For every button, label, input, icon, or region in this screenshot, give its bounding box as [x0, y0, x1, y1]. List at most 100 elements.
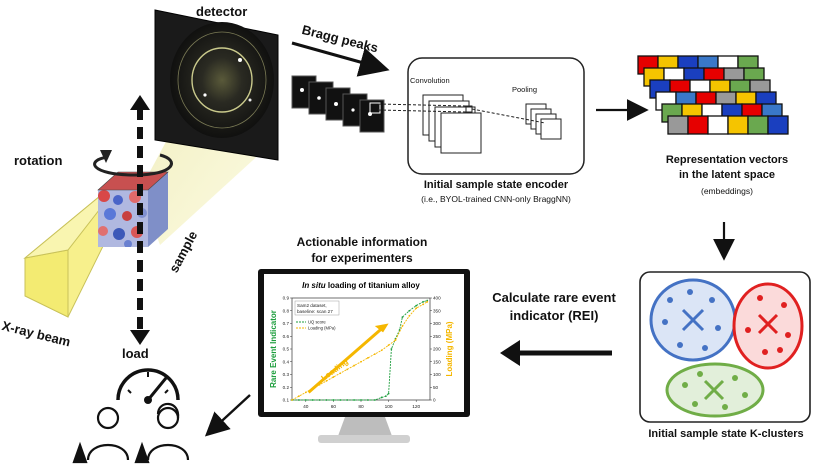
series-line-UQ score: [292, 300, 428, 401]
y-left-tick-label: 0.1: [283, 398, 290, 403]
pooling-label: Pooling: [512, 85, 538, 94]
rei-title-line1: Calculate rare event: [492, 290, 616, 305]
series-point: [422, 300, 424, 303]
series-point: [367, 399, 369, 401]
detector-panel: [154, 9, 279, 161]
series-point: [373, 353, 376, 355]
rei-title-line2: indicator (REI): [509, 308, 599, 323]
encoder-subtitle: (i.e., BYOL-trained CNN-only BraggNN): [421, 194, 571, 204]
rotation-label: rotation: [14, 153, 63, 168]
legend-label: Loading (MPa): [308, 326, 336, 331]
series-point: [298, 399, 300, 401]
x-tick-label: 80: [358, 404, 364, 410]
series-point: [387, 392, 390, 395]
load-axis: [130, 95, 150, 345]
loading-arrow-head: [374, 323, 389, 333]
scientists-icon: [72, 402, 190, 464]
x-tick-label: 40: [303, 404, 309, 410]
y-right-tick-label: 150: [433, 359, 441, 364]
clusters-box: [639, 271, 811, 423]
y-left-tick-label: 0.9: [283, 296, 290, 301]
y-left-tick-label: 0.8: [283, 308, 290, 313]
series-point: [353, 399, 355, 401]
embedding-cell: [707, 115, 729, 135]
convolution-label: Convolution: [410, 76, 450, 85]
cluster-red: [732, 282, 804, 370]
series-point: [394, 339, 397, 341]
series-point: [346, 368, 349, 371]
repr-title-line2: in the latent space: [679, 169, 775, 181]
embedding-grid: [637, 55, 789, 135]
series-point: [346, 399, 349, 401]
y-right-tick-label: 250: [433, 334, 441, 339]
y-left-tick-label: 0.2: [283, 385, 290, 390]
annotation-box: [294, 300, 340, 316]
series-point: [298, 395, 300, 398]
repr-title-line1: Representation vectors: [665, 154, 789, 166]
series-point: [380, 349, 383, 352]
y-right-tick-label: 300: [433, 321, 441, 326]
series-point: [401, 325, 404, 327]
series-point: [360, 360, 362, 363]
series-point: [415, 304, 418, 307]
series-point: [408, 314, 411, 317]
series-point: [318, 399, 321, 401]
series-point: [415, 307, 418, 310]
series-point: [384, 395, 387, 398]
y-right-axis-label: Loading (MPa): [445, 321, 454, 376]
chart-title: In situ loading of titanium alloy: [302, 281, 420, 290]
series-point: [304, 391, 307, 394]
actionable-title-line1: Actionable information: [296, 235, 428, 249]
series-point: [426, 300, 429, 303]
series-point: [408, 309, 411, 312]
series-point: [291, 399, 293, 401]
encoder-box: [377, 57, 585, 175]
xray-beam: [23, 195, 112, 318]
gauge-icon: [116, 368, 180, 404]
y-right-tick-label: 0: [433, 398, 436, 403]
annotation-text: Sam2 dataset,: [297, 303, 327, 308]
bragg-peak-stack: [291, 75, 385, 133]
repr-subtitle: (embeddings): [701, 186, 753, 196]
series-point: [325, 379, 328, 382]
embedding-cell: [767, 115, 789, 135]
encoder-title: Initial sample state encoder: [423, 179, 569, 191]
embedding-cell: [747, 115, 769, 135]
y-left-tick-label: 0.3: [283, 372, 290, 377]
rei-chart: In situ loading of titanium alloy 40 60 80 1…: [269, 281, 454, 410]
series-point: [422, 303, 424, 306]
embedding-cell: [727, 115, 749, 135]
load-label: load: [122, 346, 149, 361]
series-point: [332, 376, 335, 378]
rotation-arrow: [93, 150, 173, 177]
series-point: [304, 399, 307, 401]
cluster-blue: [649, 278, 737, 362]
embedding-cell: [687, 115, 709, 135]
y-right-tick-label: 400: [433, 296, 441, 301]
series-point: [353, 364, 355, 367]
y-right-tick-label: 200: [433, 347, 441, 352]
series-point: [332, 399, 335, 401]
series-point: [339, 372, 342, 375]
series-point: [367, 357, 369, 359]
sample-cube: [97, 171, 169, 247]
y-right-tick-label: 100: [433, 372, 441, 377]
series-point: [311, 399, 314, 401]
y-left-tick-label: 0.4: [283, 359, 290, 364]
detector-label: detector: [196, 4, 248, 19]
x-tick-label: 60: [331, 404, 337, 410]
series-point: [339, 399, 342, 401]
y-left-tick-label: 0.7: [283, 321, 290, 326]
clusters-title: Initial sample state K-clusters: [648, 428, 804, 440]
y-left-tick-label: 0.6: [283, 334, 290, 339]
cluster-green: [665, 362, 765, 418]
x-tick-label: 120: [412, 404, 420, 410]
loading-arrow: [307, 327, 383, 394]
annotation-text: baseline: scan 27: [297, 309, 333, 314]
y-left-axis-label: Rare Event Indicator: [269, 310, 278, 388]
monitor-to-scientists-arrow: [204, 394, 251, 437]
y-right-tick-label: 50: [433, 385, 439, 390]
x-tick-label: 100: [385, 404, 393, 410]
